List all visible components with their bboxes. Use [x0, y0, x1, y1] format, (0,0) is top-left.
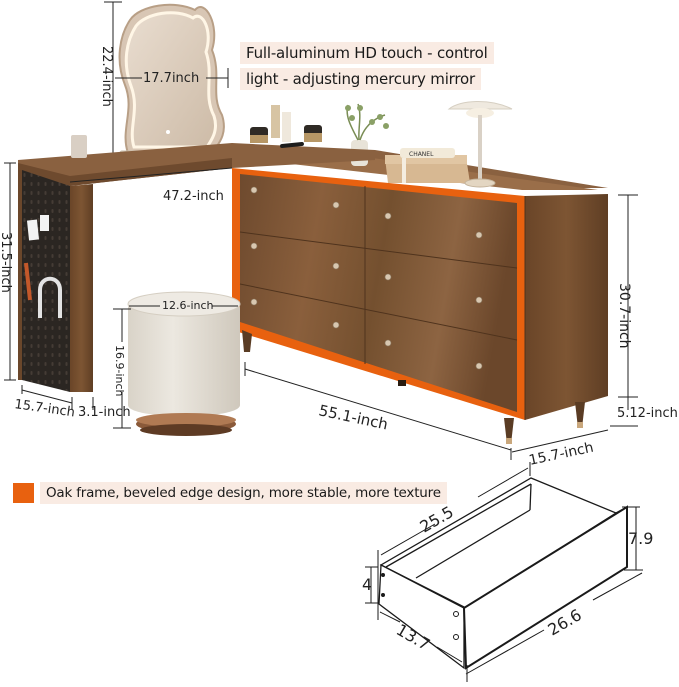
stool [127, 291, 241, 436]
stool-diameter-dimension: 12.6-inch [129, 299, 238, 312]
dresser-depth-label: 15.7-inch [528, 440, 595, 469]
gift-box-label: CHANEL [409, 151, 434, 158]
desk-depth-dimension: 15.7-inch 3.1-inch [13, 385, 131, 420]
orange-frame-swatch [13, 483, 34, 503]
drawer-knobs [250, 186, 483, 370]
mirror-height-label: 22.4-inch [99, 46, 114, 107]
mirror-width-label: 17.7inch [143, 71, 199, 86]
desk-cosmetics [71, 105, 322, 158]
dresser-height-label: 30.7-inch [616, 283, 632, 349]
drawer-front-height-label: 7.9 [628, 529, 653, 548]
frame-feature-callout: Oak frame, beveled edge design, more sta… [40, 482, 447, 504]
dresser-height-dimension: 30.7-inch 5.12-inch [610, 194, 678, 427]
mirror-feature-callout-line1: Full-aluminum HD touch - control [240, 42, 494, 64]
led-mirror [118, 3, 225, 158]
stool-height-dimension: 16.9-inch [113, 308, 131, 429]
desk-width-label: 47.2-inch [163, 189, 224, 204]
drawer-dimensions [365, 462, 643, 682]
mirror-height-dimension: 22.4-inch [99, 1, 122, 153]
touch-sensor-icon [166, 130, 170, 134]
drawer-back-height-label: 4 [362, 575, 372, 594]
mirror-width-dimension: 17.7inch [115, 68, 229, 88]
vanity-desk [18, 143, 375, 392]
dresser-depth-dimension: 15.7-inch [510, 429, 609, 469]
drawer-holes [381, 573, 459, 640]
dresser-leg-height-label: 5.12-inch [617, 406, 678, 421]
desk-width-dimension: 47.2-inch [69, 167, 233, 204]
desk-height-dimension: 31.5-inch [0, 162, 16, 381]
desk-depth-label: 15.7-inch [13, 397, 75, 420]
dresser-width-label: 55.1-inch [317, 401, 389, 433]
mirror-feature-callout-line2: light - adjusting mercury mirror [240, 68, 481, 90]
stool-diameter-label: 12.6-inch [162, 299, 214, 312]
dresser-decor: CHANEL [345, 101, 513, 188]
stool-height-label: 16.9-inch [113, 345, 126, 397]
desk-leg-width-label: 3.1-inch [78, 405, 131, 420]
dresser [232, 150, 608, 444]
drawer-diagram [378, 477, 628, 670]
desk-height-label: 31.5-inch [0, 232, 13, 293]
